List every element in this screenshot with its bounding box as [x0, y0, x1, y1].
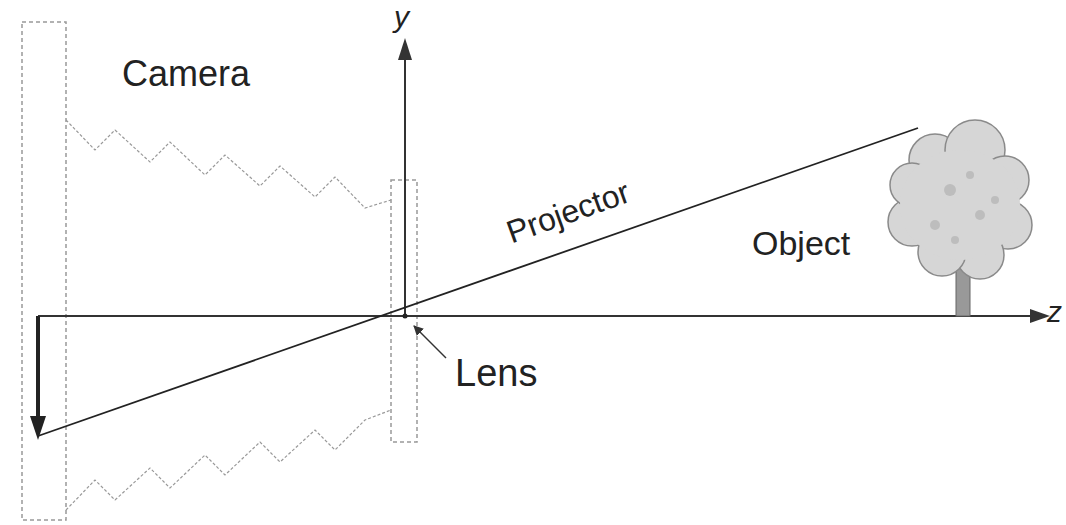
- part-label: Object: [752, 226, 850, 260]
- axis-label: y: [394, 2, 409, 32]
- part-label: Camera: [122, 56, 250, 92]
- axis-label: z: [1047, 297, 1062, 327]
- bellows-bottom: [66, 410, 391, 510]
- part-label: Projector: [502, 175, 633, 248]
- z-axis: [38, 315, 1032, 317]
- image-arrow: [36, 316, 40, 418]
- tree-object: [888, 120, 1032, 316]
- lens-point: [403, 314, 408, 319]
- projector-ray: [38, 128, 918, 436]
- camera-back: [22, 22, 66, 520]
- y-axis: [404, 58, 406, 316]
- y-arrowhead: [398, 38, 412, 60]
- part-label: Lens: [455, 354, 537, 392]
- bellows-top: [66, 120, 391, 208]
- lens-leader: [414, 326, 446, 358]
- image-arrowhead: [30, 416, 46, 440]
